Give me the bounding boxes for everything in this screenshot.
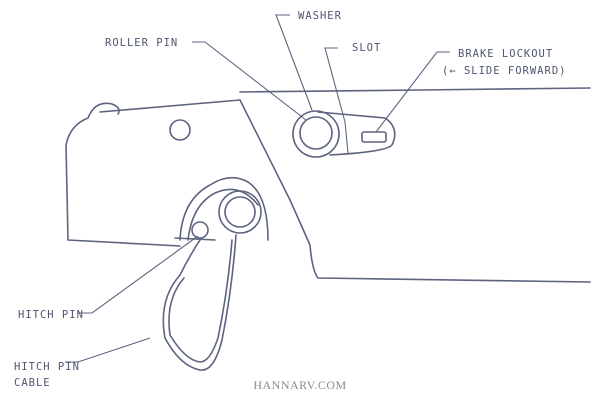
hitch-pin-head (224, 196, 256, 228)
label-hitch-pin-cable-2: CABLE (14, 377, 51, 389)
washer (292, 110, 340, 158)
body-bump (87, 102, 120, 119)
hitch-pin-cable-inner (168, 239, 233, 363)
leader-brake-lockout (375, 51, 450, 133)
leader-hitch-pin (78, 235, 199, 314)
label-roller-pin: ROLLER PIN (105, 37, 178, 49)
leader-hitch-pin-cable (65, 337, 151, 363)
leader-roller-pin (192, 41, 307, 121)
lockout-plate (317, 111, 396, 156)
label-hitch-pin: HITCH PIN (18, 309, 84, 321)
label-washer: WASHER (298, 10, 342, 22)
hitch-pin-shaft (174, 237, 216, 241)
slot-line (344, 121, 349, 154)
hitch-pin-hole (218, 190, 262, 234)
label-brake-lockout: BRAKE LOCKOUT (458, 48, 553, 60)
coupler-body (65, 99, 591, 283)
roller-pin (299, 116, 333, 150)
label-hitch-pin-cable-1: HITCH PIN (14, 361, 80, 373)
leader-washer (275, 14, 313, 111)
watermark: HANNARV.COM (253, 378, 346, 392)
hitch-pin-cable (162, 234, 237, 371)
frame-top-line (239, 87, 591, 93)
brake-lockout-tab (361, 131, 387, 143)
leader-slot (324, 47, 346, 123)
hitch-bracket (179, 176, 269, 241)
body-hole (169, 119, 191, 141)
hitch-pin (191, 221, 209, 239)
label-slot: SLOT (352, 42, 381, 54)
label-slide-forward: (← SLIDE FORWARD) (442, 65, 566, 77)
